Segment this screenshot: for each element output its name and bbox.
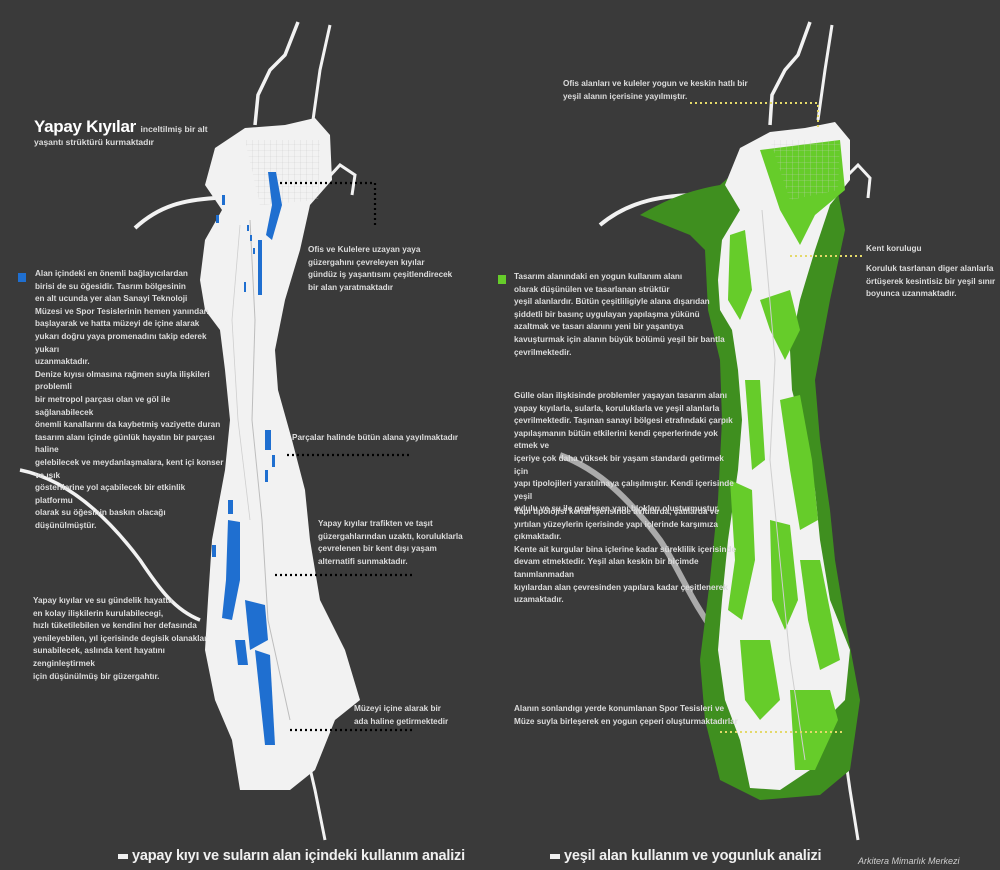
right-annotation-ofis-alanlari: Ofis alanları ve kuleler yogun ve keskin… xyxy=(563,79,748,101)
right-annotation-kent-korulugu: Kent korulugu xyxy=(866,244,922,253)
road-north-left xyxy=(253,21,300,126)
left-site-plan xyxy=(19,21,360,841)
right-bottom-title-text: yeşil alan kullanım ve yogunluk analizi xyxy=(564,848,822,864)
legend-green-swatch xyxy=(498,275,506,284)
road-east-r xyxy=(843,162,872,199)
left-title-block: Yapay Kıyılar inceltilmiş bir alt yaşant… xyxy=(34,117,208,147)
road-southwest xyxy=(19,468,201,622)
right-title-bar xyxy=(550,853,560,859)
water-elements-left xyxy=(212,172,282,745)
left-title-rest: inceltilmiş bir alt xyxy=(140,124,208,134)
right-annotation-spor: Alanın sonlandıgı yerde konumlanan Spor … xyxy=(514,704,738,726)
spine-right xyxy=(761,209,806,761)
right-legend-text: Tasarım alanındaki en yogun kullanım ala… xyxy=(514,272,725,357)
left-legend-text: Alan içindeki en önemli bağlayıcılardan … xyxy=(35,269,224,530)
right-annotation-yapi-tipolojisi: Yapı tipolojisi kendi içerisinde avlular… xyxy=(514,507,737,605)
left-annotation-parcalar: Parçalar halinde bütün alana yayılmaktad… xyxy=(292,433,459,442)
legend-blue-swatch xyxy=(18,273,26,282)
right-bottom-title: yeşil alan kullanım ve yogunluk analizi xyxy=(550,848,822,864)
land-left xyxy=(200,118,360,790)
spine-left xyxy=(249,219,291,721)
grid-blocks-left xyxy=(245,140,320,205)
left-annotation-yapay-trafik: Yapay kıyılar trafikten ve taşıt güzerga… xyxy=(318,519,463,566)
left-annotation-ofis: Ofis ve Kulelere uzayan yaya güzergahını… xyxy=(308,245,453,292)
left-annotation-gundelik: Yapay kıyılar ve su gündelik hayatta en … xyxy=(33,596,208,681)
left-bottom-title-text: yapay kıyı ve suların alan içindeki kull… xyxy=(132,848,465,864)
left-title-main: Yapay Kıyılar xyxy=(34,117,136,136)
right-annotation-gulle: Gülle olan ilişkisinde problemler yaşaya… xyxy=(514,391,734,514)
left-title-bar xyxy=(118,853,128,859)
leaders-right xyxy=(690,102,862,733)
road-east xyxy=(326,163,357,196)
right-site-plan xyxy=(558,21,872,841)
road-north-left-r xyxy=(768,21,812,126)
left-bottom-title: yapay kıyı ve suların alan içindeki kull… xyxy=(118,848,465,864)
left-title-line2: yaşantı strüktürü kurmaktadır xyxy=(34,137,154,147)
left-annotation-muzeyi: Müzeyi içine alarak bir ada haline getir… xyxy=(354,704,449,726)
right-annotation-koruluk: Koruluk tasrlanan diger alanlarla örtüşe… xyxy=(866,264,996,299)
road-southwest-r xyxy=(558,452,723,642)
road-west xyxy=(133,196,216,230)
watermark: Arkitera Mimarlık Merkezi xyxy=(858,856,960,866)
road-north-right xyxy=(311,24,332,121)
road-north-right-r xyxy=(816,24,834,121)
leaders-left xyxy=(275,181,415,732)
